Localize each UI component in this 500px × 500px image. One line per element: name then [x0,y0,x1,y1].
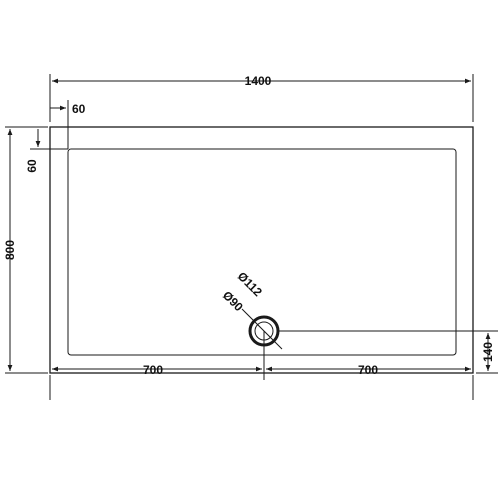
dimension-overall-depth: 800 [3,126,48,374]
dimension-overall-width: 1400 [49,74,474,122]
label-waste-to-left: 700 [143,363,163,377]
label-outer-diameter: Ø112 [235,269,265,299]
tray-inner-edge [67,148,457,356]
label-waste-to-front: 140 [481,342,495,362]
label-inner-diameter: Ø90 [220,288,246,314]
label-overall-width: 1400 [245,74,272,88]
dimension-waste-vertical: 140 [278,330,498,374]
label-rim-width-side: 60 [25,159,39,173]
dimension-waste-horizontal: 700 700 [49,331,474,400]
label-rim-width-top: 60 [72,102,86,116]
tray-outer-edge [49,126,474,374]
dimension-rim-width-side: 60 [25,129,68,173]
label-overall-depth: 800 [3,240,17,260]
dimension-rim-width-top: 60 [50,100,86,149]
label-waste-to-right: 700 [358,363,378,377]
